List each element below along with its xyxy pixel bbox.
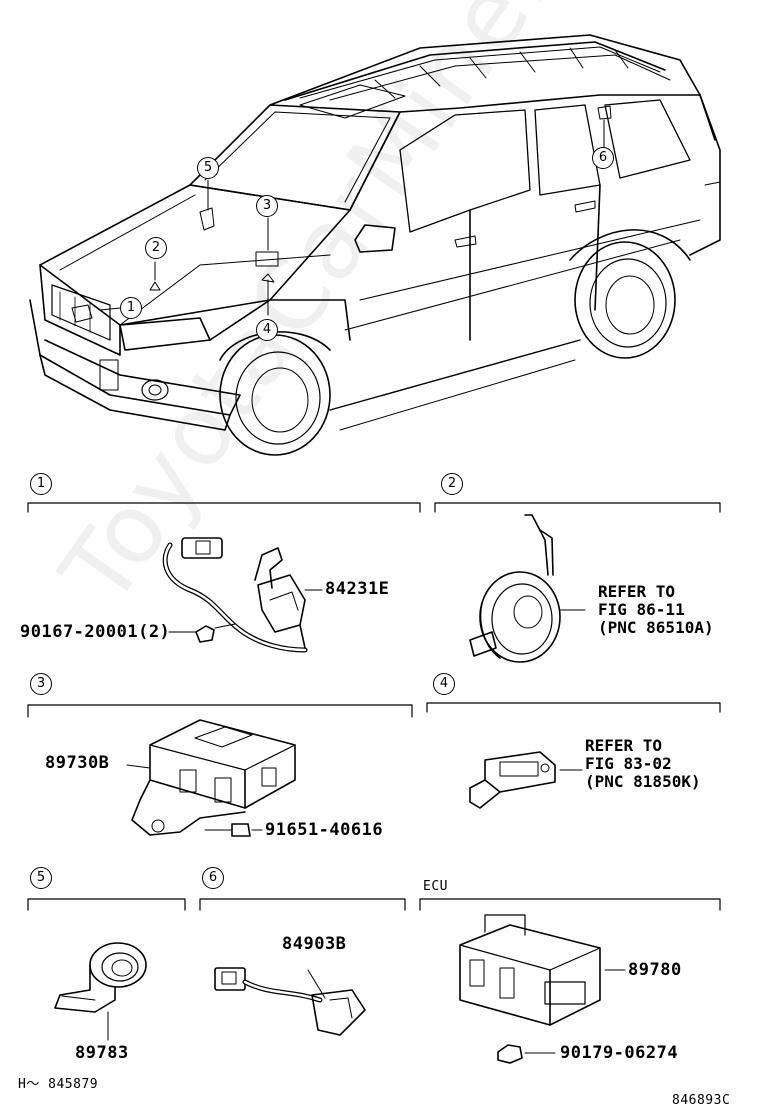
vehicle-illustration xyxy=(29,34,721,456)
refer-note-section-4[interactable]: REFER TO FIG 83-02 (PNC 81850K) xyxy=(585,737,701,791)
refer-2-line-2: FIG 86-11 xyxy=(598,600,685,619)
part-84903b-drawing xyxy=(214,967,366,1036)
refer-4-line-3: (PNC 81850K) xyxy=(585,772,701,791)
part-89730b-drawing xyxy=(126,719,296,837)
section-callout-2[interactable]: 2 xyxy=(441,473,463,495)
part-89783-drawing xyxy=(54,942,147,1041)
part-number-84903b[interactable]: 84903B xyxy=(282,934,347,954)
part-number-90167-20001[interactable]: 90167-20001(2) xyxy=(20,622,171,642)
callout-car-3[interactable]: 3 xyxy=(256,195,278,217)
part-horn-drawing xyxy=(469,514,586,663)
part-89780-drawing xyxy=(459,914,626,1064)
footer-model-range: H～ 845879 xyxy=(18,1077,99,1092)
section-dividers xyxy=(27,502,721,911)
part-number-89780[interactable]: 89780 xyxy=(628,960,682,980)
footer-figure-code: 846893C xyxy=(672,1093,731,1108)
callout-car-5[interactable]: 5 xyxy=(197,157,219,179)
section-callout-1[interactable]: 1 xyxy=(30,473,52,495)
section-callout-6[interactable]: 6 xyxy=(202,867,224,889)
callout-car-6[interactable]: 6 xyxy=(592,147,614,169)
part-number-89730b[interactable]: 89730B xyxy=(45,753,110,773)
part-number-91651-40616[interactable]: 91651-40616 xyxy=(265,820,384,840)
part-number-84231e[interactable]: 84231E xyxy=(325,579,390,599)
refer-2-line-1: REFER TO xyxy=(598,582,676,601)
callout-car-4[interactable]: 4 xyxy=(256,319,278,341)
refer-4-line-1: REFER TO xyxy=(585,736,663,755)
part-switch-drawing xyxy=(469,751,583,809)
part-number-90179-06274[interactable]: 90179-06274 xyxy=(560,1043,679,1063)
callout-car-1[interactable]: 1 xyxy=(120,297,142,319)
part-84231e-drawing xyxy=(162,537,323,653)
section-callout-4[interactable]: 4 xyxy=(433,673,455,695)
refer-2-line-3: (PNC 86510A) xyxy=(598,618,714,637)
callout-car-2[interactable]: 2 xyxy=(145,237,167,259)
section-ecu-label: ECU xyxy=(423,879,448,894)
section-callout-3[interactable]: 3 xyxy=(30,673,52,695)
part-number-89783[interactable]: 89783 xyxy=(75,1043,129,1063)
refer-note-section-2[interactable]: REFER TO FIG 86-11 (PNC 86510A) xyxy=(598,583,714,637)
refer-4-line-2: FIG 83-02 xyxy=(585,754,672,773)
section-callout-5[interactable]: 5 xyxy=(30,867,52,889)
